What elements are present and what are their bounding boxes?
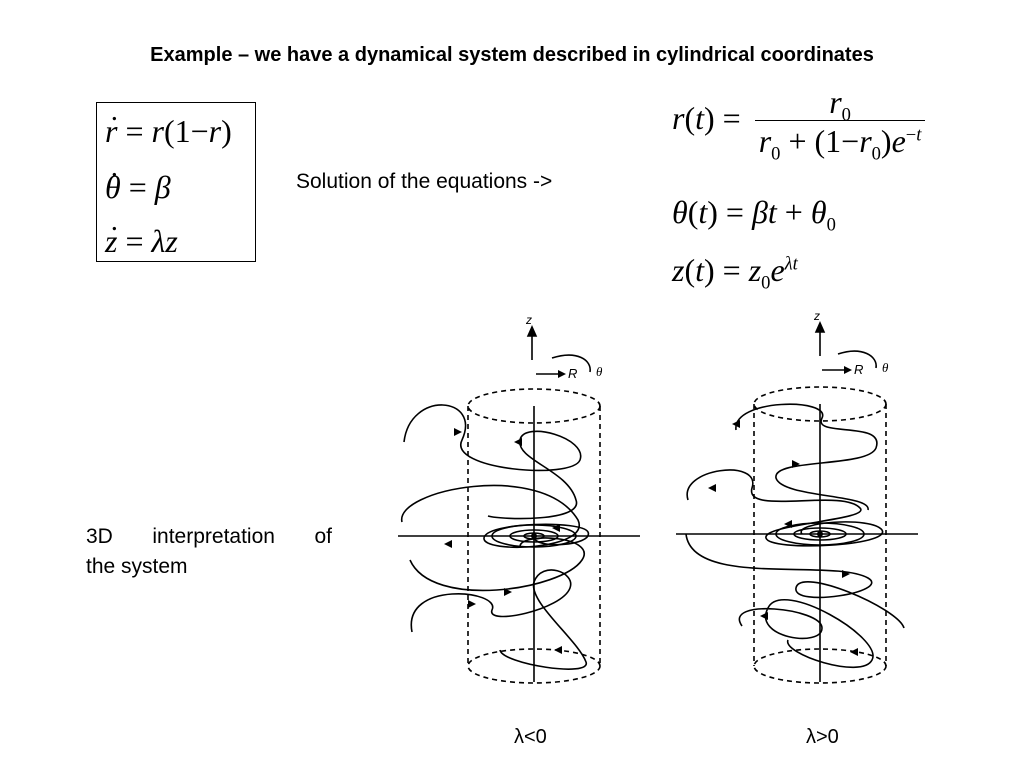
- z-axis-arrowhead: [814, 321, 826, 333]
- trajectory-lower: [410, 569, 587, 670]
- z-axis-arrowhead: [526, 325, 538, 337]
- caption-lambda-negative: λ<0: [514, 726, 547, 748]
- z-axis-label: z: [525, 313, 532, 327]
- theta-label: θ: [596, 364, 603, 379]
- theta-arc: [837, 350, 877, 369]
- interpretation-word-1: 3D: [86, 525, 113, 548]
- equations-box: r = r(1−r) θ = β z = λz: [96, 97, 256, 262]
- slide-title: Example – we have a dynamical system des…: [150, 44, 874, 66]
- equation-theta-dot: θ = β: [105, 153, 171, 203]
- theta-arc: [551, 354, 591, 373]
- interpretation-text: 3D interpretation of the system: [86, 522, 332, 582]
- trajectory-lower-mid: [685, 533, 905, 629]
- equation-z-dot: z = λz: [105, 207, 178, 257]
- interpretation-word-2: interpretation: [152, 525, 275, 548]
- theta-label: θ: [882, 360, 889, 375]
- solution-label: Solution of the equations ->: [296, 170, 553, 193]
- interpretation-line-2: the system: [86, 555, 188, 578]
- figure-lambda-negative: z R θ: [398, 313, 640, 684]
- r-axis-label: R: [568, 366, 577, 381]
- trajectory-mid: [686, 469, 883, 547]
- solution-theta-t: θ(t) = βt + θ0: [672, 194, 836, 236]
- solution-z-t: z(t) = z0eλt: [672, 252, 798, 294]
- fixed-point: [817, 531, 823, 537]
- solution-r-t: r(t) = r0 r0 + (1−r0)e−t: [672, 86, 926, 163]
- trajectory-lower: [738, 599, 874, 669]
- z-axis-label: z: [813, 309, 820, 323]
- fixed-point: [531, 533, 537, 539]
- r-axis-label: R: [854, 362, 863, 377]
- trajectory-upper: [403, 404, 582, 520]
- trajectory-mid: [401, 484, 589, 549]
- cylinder-bottom: [467, 648, 601, 684]
- figure-lambda-positive: z R θ: [676, 309, 918, 684]
- equation-r-dot: r = r(1−r): [105, 97, 232, 147]
- trajectory-upper: [735, 403, 878, 511]
- interpretation-word-3: of: [314, 525, 332, 548]
- caption-lambda-positive: λ>0: [806, 726, 839, 748]
